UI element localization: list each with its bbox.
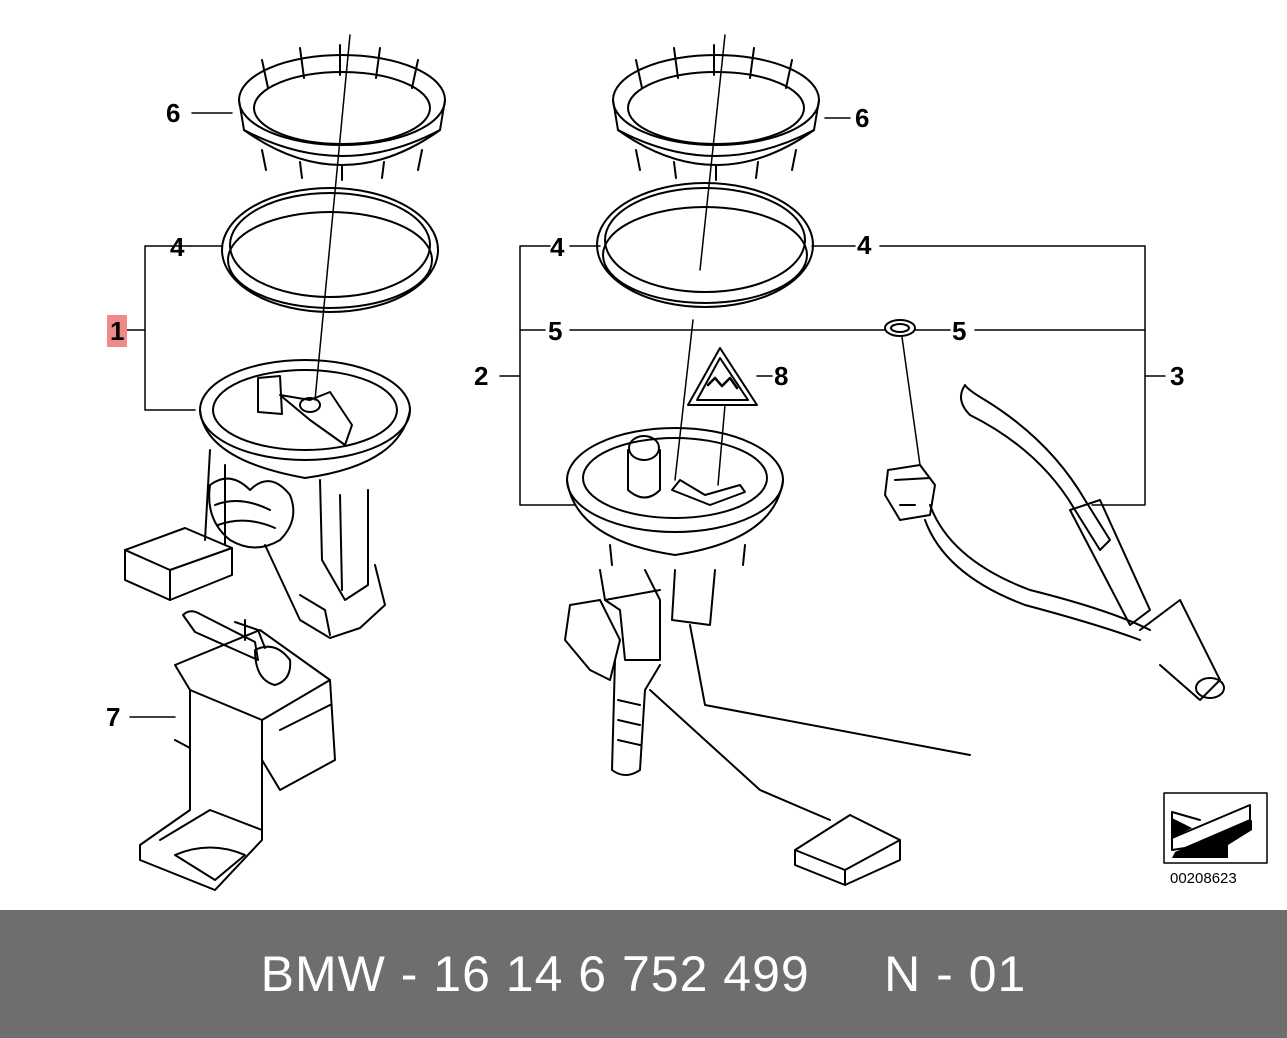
navigation-arrow-icon: [1163, 792, 1268, 864]
pump-flange-left: [199, 359, 411, 479]
callout-5-left[interactable]: 5: [548, 316, 562, 346]
diagram-code: 00208623: [1170, 870, 1237, 887]
pump-body-left: [124, 449, 386, 639]
leader-lines: [124, 34, 1166, 718]
swirl-pot-left: [139, 610, 336, 891]
callout-5-right[interactable]: 5: [952, 316, 966, 346]
callout-3[interactable]: 3: [1170, 361, 1184, 391]
level-sender-middle: [564, 569, 971, 886]
callout-6-right[interactable]: 6: [855, 103, 869, 133]
callout-4-right[interactable]: 4: [857, 230, 872, 260]
callout-4-middle[interactable]: 4: [550, 232, 565, 262]
part-number-text: BMW - 16 14 6 752 499 N - 01: [260, 946, 1027, 1002]
parts-diagram: 1 2 3 4 4 4 5 5 6 6 7 8: [106, 34, 1268, 891]
callout-7[interactable]: 7: [106, 702, 120, 732]
callout-6-left[interactable]: 6: [166, 98, 180, 128]
seal-ring-left: [221, 187, 439, 313]
lock-ring-middle: [612, 44, 820, 181]
callout-1-highlight: [107, 315, 127, 347]
callout-2[interactable]: 2: [474, 361, 488, 391]
part-number-banner: BMW - 16 14 6 752 499 N - 01: [0, 910, 1287, 1038]
o-ring-right: [884, 319, 916, 337]
pump-flange-middle: [566, 427, 784, 566]
warning-label: [687, 347, 758, 406]
callout-4-left[interactable]: 4: [170, 232, 185, 262]
seal-ring-middle: [596, 182, 814, 308]
callout-8[interactable]: 8: [774, 361, 788, 391]
lock-ring-left: [238, 44, 446, 181]
sensor-harness-right: [884, 384, 1225, 701]
callout-1[interactable]: 1: [110, 316, 124, 346]
